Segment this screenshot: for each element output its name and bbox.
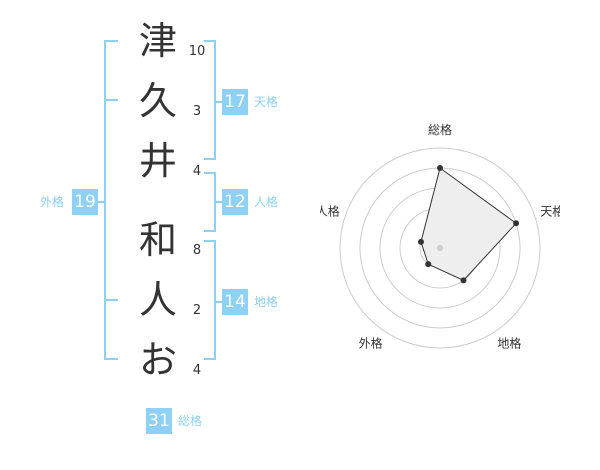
stroke-count: 4 [192,363,202,378]
radar-axis-label: 地格 [497,335,521,350]
chikaku-label: 地格 [254,295,279,309]
radar-point-3 [425,261,432,268]
chikaku-connector [214,301,222,303]
gaikaku-label: 外格 [40,195,65,209]
radar-axis-label: 人格 [320,204,340,219]
radar-point-1 [513,220,520,227]
tenkaku-connector [214,101,222,103]
soukaku-label: 総格 [178,414,203,428]
stroke-count: 8 [192,243,202,258]
radar-axis-label: 天格 [540,204,560,219]
name-char: お [138,338,177,382]
tenkaku-label: 天格 [254,95,279,109]
stroke-count: 4 [192,164,202,179]
stroke-count: 2 [192,303,202,318]
radar-axis-label: 総格 [428,122,452,137]
chikaku-bracket [204,240,216,360]
name-char: 和 [138,218,177,262]
name-char: 人 [138,278,177,322]
tenkaku-bracket [204,40,216,160]
gaikaku-connector [98,201,106,203]
radar-area [420,167,517,281]
gaikaku-badge: 19 [72,189,98,215]
radar-point-4 [417,238,424,245]
radar-axis-label: 外格 [359,335,383,350]
tenkaku-badge: 17 [222,89,248,115]
stroke-count: 3 [192,104,202,119]
gaikaku-bracket [104,40,118,360]
radar-point-0 [437,165,443,171]
radar-grid-ring [339,147,541,349]
name-char: 久 [138,79,177,123]
radar-point-2 [460,277,467,284]
gaikaku-bracket-tick [104,299,118,301]
soukaku-badge: 31 [146,408,172,434]
jinkaku-badge: 12 [222,189,248,215]
gaikaku-bracket-tick [104,99,118,101]
radar-points [417,165,520,284]
radar-center-point [437,245,443,251]
chikaku-badge: 14 [222,289,248,315]
name-char: 津 [138,19,177,63]
jinkaku-label: 人格 [254,195,279,209]
stroke-count: 10 [188,44,206,59]
jinkaku-connector [214,201,222,203]
name-char: 井 [138,139,177,183]
